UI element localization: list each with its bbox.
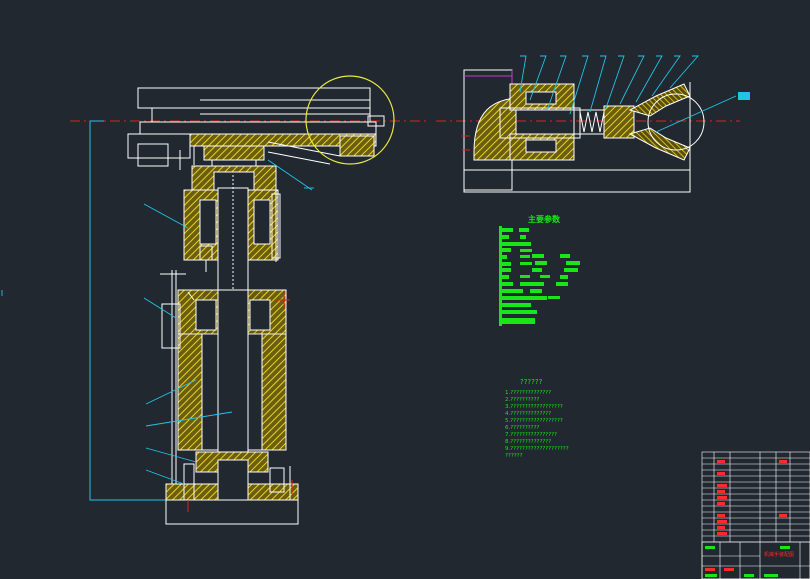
notes-line: 7.????????????????: [505, 432, 557, 438]
technical-notes-block: ?????? 1.?????????????? 2.?????????? 3.?…: [505, 378, 569, 459]
title-block-frame: [701, 451, 810, 579]
side-sensor-box: [161, 303, 181, 349]
notes-line: 1.??????????????: [505, 390, 551, 396]
arm-front-block: [339, 135, 375, 157]
gripper-base-curve: [473, 97, 517, 161]
gripper-view: [436, 69, 750, 193]
main-parameters-block: 主要参数: [499, 214, 580, 326]
gripper-bottom-frame: [463, 169, 691, 193]
arm-body-section: [189, 133, 377, 147]
drawing-name: 机械手装配图: [764, 551, 794, 558]
notes-line: 4.??????????????: [505, 411, 551, 417]
notes-line: 5.??????????????????: [505, 418, 563, 424]
gripped-object-circle: [647, 93, 705, 151]
params-title: 主要参数: [528, 214, 561, 224]
arm-rear-motor: [137, 143, 169, 167]
title-block-red-cells: [705, 460, 787, 571]
notes-title: ??????: [520, 378, 543, 386]
title-block: 机械手装配图: [701, 451, 810, 579]
notes-line: ??????: [505, 453, 523, 459]
notes-line: 2.??????????: [505, 397, 540, 403]
arm-end-cap: [367, 115, 385, 127]
gripper-leaders: [519, 55, 737, 133]
params-rows: [499, 226, 580, 326]
gripper-wrist: [603, 105, 635, 139]
notes-line: 6.??????????: [505, 425, 540, 431]
notes-line: 3.??????????????????: [505, 404, 563, 410]
gripper-tag: [738, 92, 750, 100]
outer-frame-line: [89, 120, 166, 501]
main-view-leaders: [1, 159, 314, 485]
notes-line: 8.??????????????: [505, 439, 551, 445]
main-assembly-view: [70, 75, 430, 525]
notes-line: 9.????????????????????: [505, 446, 569, 452]
neck-plate: [203, 145, 265, 161]
title-block-green-cells: [705, 546, 790, 577]
detail-highlight-circle: [305, 75, 395, 165]
